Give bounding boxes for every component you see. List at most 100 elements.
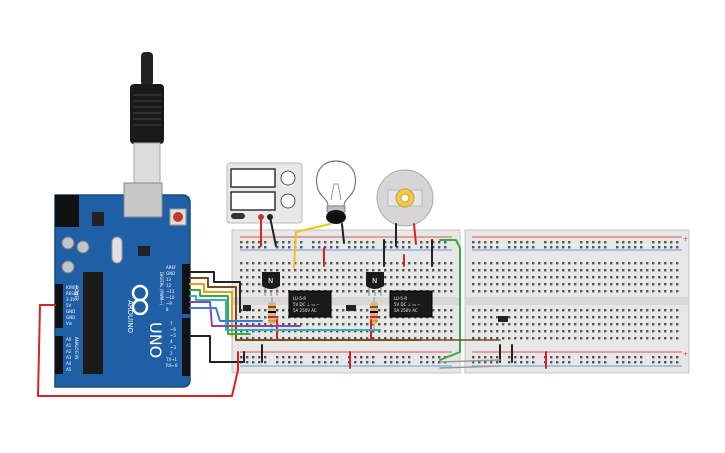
breadboard-hole[interactable]: [592, 241, 595, 244]
breadboard-hole[interactable]: [324, 356, 327, 359]
breadboard-hole[interactable]: [478, 283, 481, 286]
breadboard-hole[interactable]: [568, 290, 571, 293]
breadboard-hole[interactable]: [472, 269, 475, 272]
breadboard-hole[interactable]: [532, 323, 535, 326]
breadboard-hole[interactable]: [664, 262, 667, 265]
breadboard-hole[interactable]: [472, 356, 475, 359]
breadboard-hole[interactable]: [532, 262, 535, 265]
breadboard-hole[interactable]: [550, 309, 553, 312]
breadboard-hole[interactable]: [652, 246, 655, 249]
breadboard-hole[interactable]: [514, 283, 517, 286]
breadboard-hole[interactable]: [420, 262, 423, 265]
breadboard-hole[interactable]: [366, 241, 369, 244]
resistor-2[interactable]: [370, 297, 378, 330]
breadboard-hole[interactable]: [432, 283, 435, 286]
breadboard-hole[interactable]: [390, 356, 393, 359]
breadboard-hole[interactable]: [502, 337, 505, 340]
breadboard-hole[interactable]: [472, 262, 475, 265]
breadboard-hole[interactable]: [384, 276, 387, 279]
wire-red[interactable]: [413, 223, 417, 245]
dc-motor[interactable]: [376, 169, 434, 227]
breadboard-hole[interactable]: [324, 323, 327, 326]
breadboard-hole[interactable]: [580, 356, 583, 359]
breadboard-hole[interactable]: [664, 356, 667, 359]
breadboard-hole[interactable]: [438, 262, 441, 265]
breadboard-hole[interactable]: [538, 337, 541, 340]
breadboard-hole[interactable]: [532, 316, 535, 319]
breadboard-hole[interactable]: [264, 323, 267, 326]
breadboard-hole[interactable]: [366, 269, 369, 272]
breadboard-hole[interactable]: [372, 323, 375, 326]
breadboard-hole[interactable]: [438, 276, 441, 279]
breadboard-hole[interactable]: [622, 309, 625, 312]
breadboard-hole[interactable]: [360, 262, 363, 265]
breadboard-hole[interactable]: [676, 246, 679, 249]
breadboard-hole[interactable]: [478, 309, 481, 312]
breadboard-hole[interactable]: [640, 262, 643, 265]
breadboard-hole[interactable]: [634, 361, 637, 364]
breadboard-hole[interactable]: [640, 356, 643, 359]
breadboard-hole[interactable]: [490, 330, 493, 333]
breadboard-hole[interactable]: [444, 290, 447, 293]
wire-red[interactable]: [37, 304, 239, 397]
breadboard-hole[interactable]: [556, 262, 559, 265]
breadboard-hole[interactable]: [330, 330, 333, 333]
breadboard-hole[interactable]: [348, 241, 351, 244]
breadboard-hole[interactable]: [580, 290, 583, 293]
breadboard-hole[interactable]: [396, 241, 399, 244]
breadboard-hole[interactable]: [550, 246, 553, 249]
breadboard-hole[interactable]: [586, 361, 589, 364]
breadboard-hole[interactable]: [592, 309, 595, 312]
breadboard-hole[interactable]: [508, 269, 511, 272]
breadboard-hole[interactable]: [450, 309, 453, 312]
breadboard-hole[interactable]: [306, 337, 309, 340]
breadboard-hole[interactable]: [252, 276, 255, 279]
breadboard-hole[interactable]: [616, 276, 619, 279]
breadboard-hole[interactable]: [508, 309, 511, 312]
breadboard-hole[interactable]: [646, 309, 649, 312]
breadboard-hole[interactable]: [472, 330, 475, 333]
breadboard-hole[interactable]: [520, 316, 523, 319]
breadboard-hole[interactable]: [520, 361, 523, 364]
breadboard-hole[interactable]: [592, 269, 595, 272]
breadboard-hole[interactable]: [628, 356, 631, 359]
breadboard-hole[interactable]: [444, 337, 447, 340]
breadboard-hole[interactable]: [622, 290, 625, 293]
breadboard-hole[interactable]: [402, 246, 405, 249]
breadboard-hole[interactable]: [550, 337, 553, 340]
breadboard-hole[interactable]: [426, 356, 429, 359]
breadboard-hole[interactable]: [478, 269, 481, 272]
breadboard-hole[interactable]: [330, 323, 333, 326]
breadboard-hole[interactable]: [432, 323, 435, 326]
breadboard-hole[interactable]: [580, 361, 583, 364]
breadboard-hole[interactable]: [426, 246, 429, 249]
breadboard-hole[interactable]: [288, 262, 291, 265]
breadboard-hole[interactable]: [646, 337, 649, 340]
breadboard-hole[interactable]: [270, 330, 273, 333]
breadboard-hole[interactable]: [580, 241, 583, 244]
breadboard-hole[interactable]: [318, 262, 321, 265]
breadboard-hole[interactable]: [490, 356, 493, 359]
breadboard-hole[interactable]: [604, 262, 607, 265]
breadboard-hole[interactable]: [300, 337, 303, 340]
breadboard-hole[interactable]: [324, 337, 327, 340]
breadboard-hole[interactable]: [556, 269, 559, 272]
breadboard-hole[interactable]: [378, 262, 381, 265]
breadboard-hole[interactable]: [538, 316, 541, 319]
breadboard-hole[interactable]: [324, 361, 327, 364]
breadboard-hole[interactable]: [484, 269, 487, 272]
breadboard-hole[interactable]: [610, 337, 613, 340]
breadboard-hole[interactable]: [336, 309, 339, 312]
breadboard-hole[interactable]: [550, 283, 553, 286]
breadboard-hole[interactable]: [652, 316, 655, 319]
breadboard-hole[interactable]: [306, 269, 309, 272]
breadboard-hole[interactable]: [568, 283, 571, 286]
breadboard-hole[interactable]: [478, 361, 481, 364]
breadboard-hole[interactable]: [604, 290, 607, 293]
breadboard-hole[interactable]: [598, 283, 601, 286]
breadboard-hole[interactable]: [408, 337, 411, 340]
breadboard-hole[interactable]: [652, 276, 655, 279]
breadboard-hole[interactable]: [652, 262, 655, 265]
breadboard-hole[interactable]: [282, 323, 285, 326]
breadboard-hole[interactable]: [484, 276, 487, 279]
